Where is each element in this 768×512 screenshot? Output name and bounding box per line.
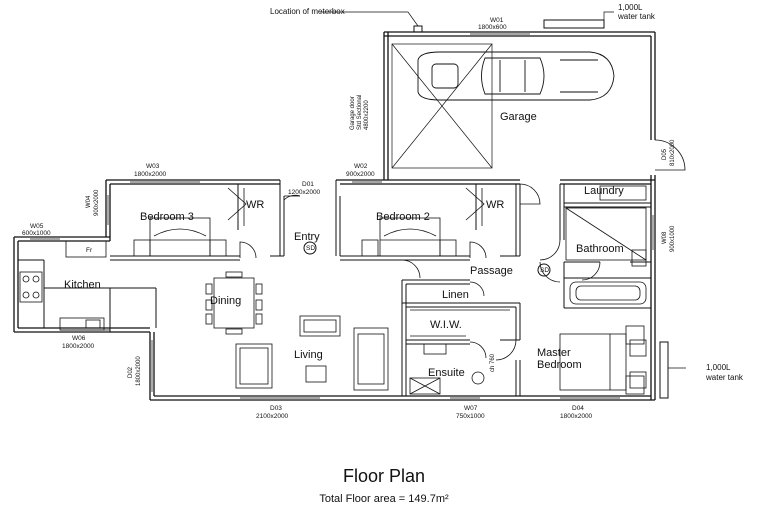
plan-title: Floor Plan: [342, 466, 426, 486]
room-kitchen: Kitchen: [64, 279, 101, 291]
tank-top-label-2: water tank: [617, 12, 656, 21]
bed-bedroom3: [133, 217, 227, 257]
w06-tag: W06: [72, 335, 86, 342]
wardrobe-rails: [227, 187, 510, 337]
room-entry: Entry: [294, 231, 320, 243]
w06-size: 1800x2000: [62, 343, 95, 350]
dining-table: [205, 271, 263, 335]
room-wiw: W.I.W.: [430, 319, 462, 331]
d05-size: 810x2000: [670, 139, 676, 166]
room-bathroom: Bathroom: [576, 243, 624, 255]
bed-master: [559, 325, 645, 395]
d03-tag: D03: [270, 405, 282, 412]
w01-size: 1800x600: [478, 24, 507, 31]
w08-tag: W08: [662, 231, 668, 244]
tank-right-label-2: water tank: [705, 373, 744, 382]
d04-tag: D04: [572, 405, 584, 412]
meterbox-label: Location of meterbox: [270, 7, 345, 16]
d01-tag: D01: [302, 181, 314, 188]
room-master-line2: Bedroom: [537, 359, 582, 371]
d04-size: 1800x2000: [560, 413, 593, 420]
room-bedroom2: Bedroom 2: [376, 211, 430, 223]
w04-tag: W04: [86, 195, 92, 208]
car-symbol: [417, 51, 615, 101]
floor-area: Total Floor area = 149.7m²: [319, 493, 449, 505]
room-garage: Garage: [500, 111, 537, 123]
room-ensuite: Ensuite: [428, 367, 465, 379]
room-master-line1: Master: [537, 347, 571, 359]
d01-size: 1200x2000: [288, 189, 321, 196]
sd-entry-label: SD: [306, 245, 315, 252]
room-linen: Linen: [442, 289, 469, 301]
kitchen-fixtures: [19, 240, 107, 331]
sd-passage-label: SD: [540, 267, 549, 274]
room-living: Living: [294, 349, 323, 361]
garage-door: [391, 43, 493, 169]
room-wr2: WR: [486, 199, 504, 211]
room-laundry: Laundry: [584, 185, 624, 197]
w02-tag: W02: [354, 163, 368, 170]
fridge-label: Fr: [86, 247, 93, 254]
w01-tag: W01: [490, 17, 504, 24]
room-wr1: WR: [246, 199, 264, 211]
leader-lines: [320, 11, 686, 369]
d03-size: 2100x2000: [256, 413, 289, 420]
exterior-walls: [13, 31, 656, 401]
w04-size: 900x2000: [94, 189, 100, 216]
tank-top-label-1: 1,000L: [618, 3, 643, 12]
meterbox: [413, 25, 423, 33]
ensuite-door-size: ch 760: [490, 353, 496, 372]
room-bedroom3: Bedroom 3: [140, 211, 194, 223]
bathroom-fixtures: [409, 185, 647, 395]
w08-size: 900x1000: [670, 225, 676, 252]
d02-tag: D02: [128, 366, 134, 378]
garage-door-label-3: 4800x2200: [364, 100, 370, 130]
smoke-detector-passage: [537, 263, 551, 277]
room-dining: Dining: [210, 295, 241, 307]
water-tank-right: [659, 341, 669, 399]
bed-bedroom2: [361, 217, 457, 257]
smoke-detector-entry: [303, 241, 317, 255]
room-passage: Passage: [470, 265, 513, 277]
d05-tag: D05: [662, 148, 668, 160]
w03-size: 1800x2000: [134, 171, 167, 178]
w05-size: 600x1000: [22, 230, 51, 237]
w07-size: 750x1000: [456, 413, 485, 420]
w02-size: 900x2000: [346, 171, 375, 178]
title-block: Floor Plan Total Floor area = 149.7m²: [0, 466, 768, 505]
d02-size: 1800x2000: [136, 356, 142, 386]
tank-right-label-1: 1,000L: [706, 363, 731, 372]
w05-tag: W05: [30, 223, 44, 230]
w07-tag: W07: [464, 405, 478, 412]
w03-tag: W03: [146, 163, 160, 170]
water-tank-top: [543, 19, 605, 29]
garage-door-label-1: Garage door: [350, 96, 356, 130]
living-furniture: [235, 315, 389, 391]
garage-door-label-2: Std Sectional: [357, 95, 363, 130]
